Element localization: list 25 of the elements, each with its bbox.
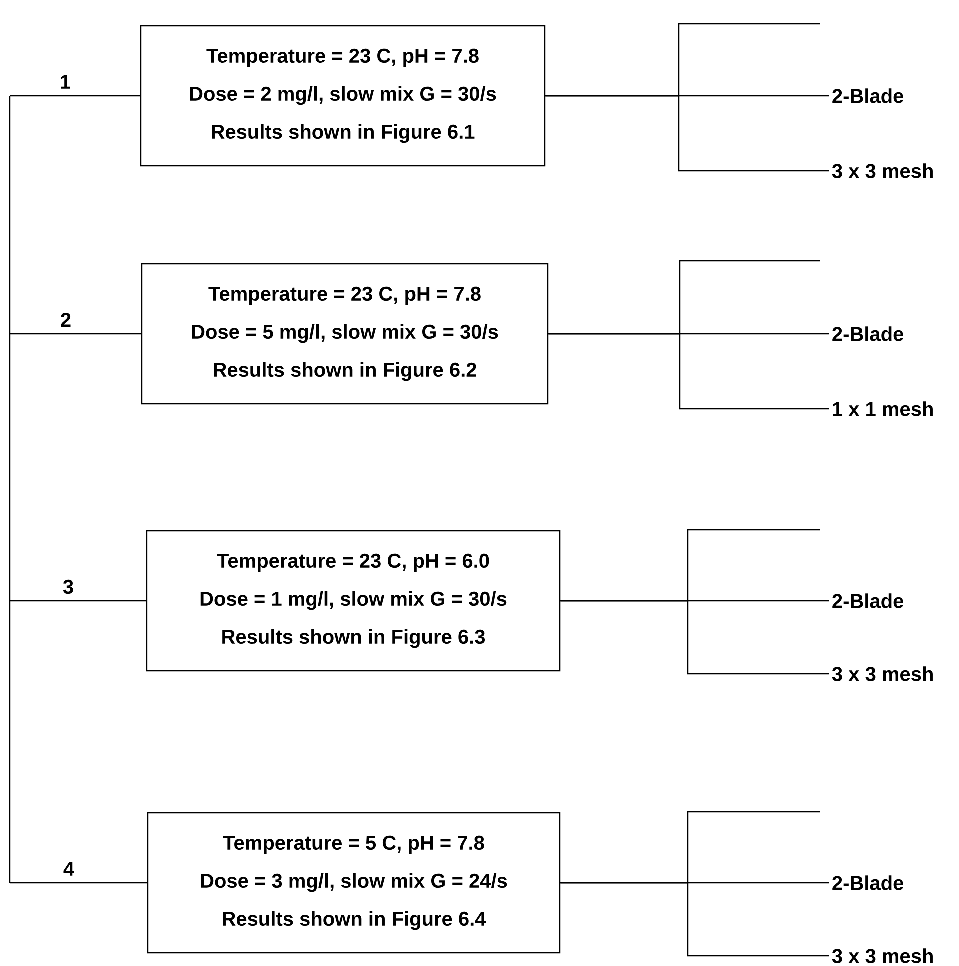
connector-line [10, 333, 142, 335]
impeller-label: 3 x 3 mesh [832, 666, 933, 682]
impeller-label: 2-Blade [832, 88, 904, 104]
impeller-label: 2-Blade [832, 326, 904, 342]
condition-box: Temperature = 23 C, pH = 7.8 Dose = 5 mg/l, slow mix G = 30/s Results shown in Figure 6.2 [141, 263, 549, 405]
impeller-label: 3 x 3 mesh [832, 948, 933, 964]
edge-label: 1 [61, 75, 70, 89]
edge-label: 2 [61, 313, 71, 327]
connector-line [560, 600, 829, 675]
connector-line [560, 882, 829, 957]
impeller-label: 2-Blade [832, 876, 904, 890]
connector-line [10, 600, 146, 602]
connector-line [546, 95, 829, 172]
impeller-label: 1 x 1 mesh [833, 402, 933, 416]
impeller-label: 3 x 3 mesh [832, 164, 933, 178]
connector-line [10, 95, 140, 97]
connector-line [10, 882, 148, 884]
connector-line [548, 333, 829, 410]
edge-label: 4 [64, 862, 74, 876]
condition-box: Temperature = 5 C, pH = 7.8 Dose = 3 mg/l, slow mix G = 24/s Results shown in Figure 6.4 [147, 812, 561, 954]
condition-box: Temperature = 23 C, pH = 6.0 Dose = 1 mg/l, slow mix G = 30/s Results shown in Figure 6.3 [146, 530, 561, 672]
impeller-label: 2-Blade [832, 594, 904, 608]
connector-line [9, 96, 11, 883]
edge-label: 3 [63, 580, 74, 594]
condition-box: Temperature = 23 C, pH = 7.8 Dose = 2 mg/l, slow mix G = 30/s Results shown in Figure 6.1 [140, 25, 546, 167]
